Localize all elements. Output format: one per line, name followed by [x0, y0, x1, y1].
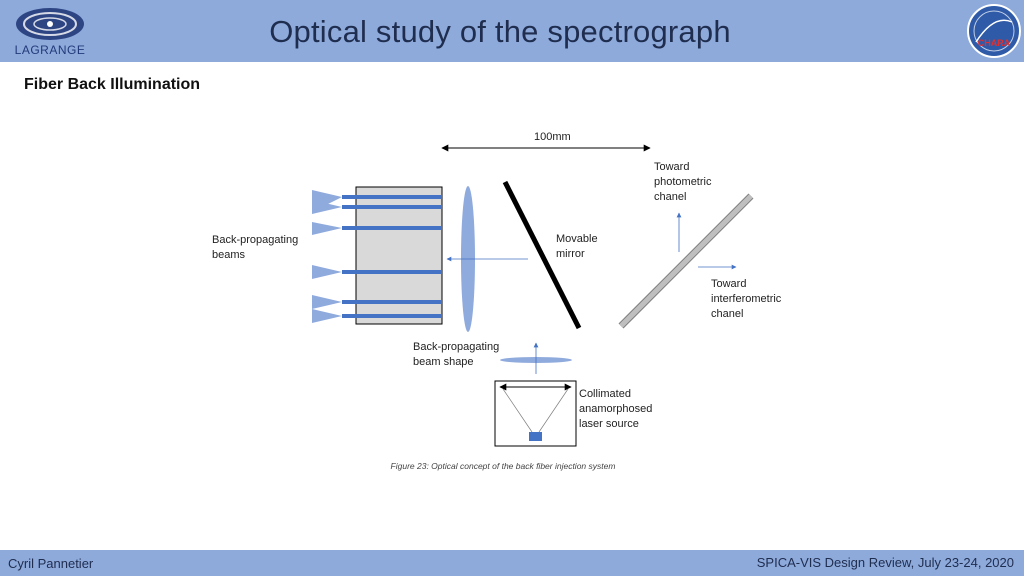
- fibers: [342, 195, 442, 318]
- beam-cone-2: [312, 200, 342, 214]
- interferometric-label: Toward interferometric chanel: [711, 278, 782, 320]
- lagrange-logo-text: LAGRANGE: [15, 43, 86, 57]
- fiber-2: [342, 205, 442, 209]
- movable-mirror-label: Movable mirror: [556, 233, 598, 260]
- page-title: Optical study of the spectrograph: [269, 14, 731, 49]
- fiber-5: [342, 300, 442, 304]
- figure-caption: Figure 23: Optical concept of the back f…: [390, 461, 616, 471]
- footer-author: Cyril Pannetier: [8, 556, 94, 571]
- photometric-label: Toward photometric chanel: [654, 161, 712, 203]
- back-propagating-beams: [312, 190, 342, 323]
- fiber-4: [342, 270, 442, 274]
- chara-logo-text: CHARA: [978, 38, 1011, 48]
- lagrange-logo: LAGRANGE: [15, 8, 86, 57]
- fiber-1: [342, 195, 442, 199]
- beam-cone-4: [312, 265, 342, 279]
- beam-splitter-face: [619, 194, 753, 328]
- fiber-6: [342, 314, 442, 318]
- header-bar: [0, 0, 1024, 62]
- laser-emitter: [529, 432, 542, 441]
- footer-bar: [0, 550, 1024, 576]
- beam-cone-3: [312, 222, 342, 235]
- beam-cone-6: [312, 309, 342, 323]
- back-propagating-beams-label: Back-propagating beams: [212, 234, 299, 261]
- section-title: Fiber Back Illumination: [24, 76, 201, 93]
- beam-shape-label: Back-propagating beam shape: [413, 341, 500, 368]
- laser-source-label: Collimated anamorphosed laser source: [579, 388, 653, 430]
- beam-cone-5: [312, 295, 342, 309]
- movable-mirror: [502, 180, 582, 330]
- laser-ray-right: [538, 388, 569, 433]
- scale-label: 100mm: [534, 131, 571, 143]
- footer-event: SPICA-VIS Design Review, July 23-24, 202…: [756, 555, 1014, 570]
- chara-logo: CHARA: [967, 4, 1021, 58]
- laser-ray-left: [502, 388, 533, 433]
- fiber-3: [342, 226, 442, 230]
